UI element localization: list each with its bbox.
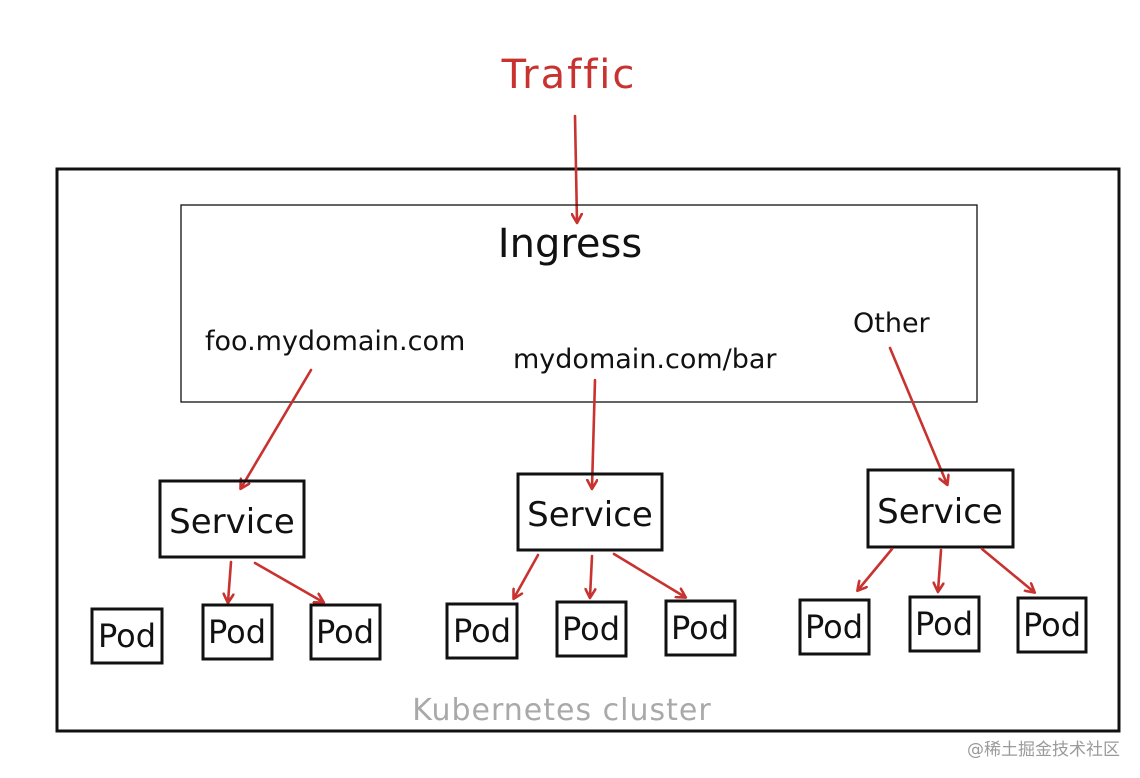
- pod-arrow-2c: [612, 552, 685, 597]
- cluster-box: [55, 167, 1121, 733]
- pod-label: Pod: [671, 609, 729, 647]
- pod-arrow-2b: [590, 554, 592, 597]
- pod-label: Pod: [453, 612, 511, 650]
- pod-arrow-3c: [980, 547, 1034, 592]
- pod-box: [201, 603, 274, 661]
- pod-label: Pod: [316, 613, 374, 651]
- pod-box: [664, 599, 737, 657]
- pod-arrow-1b: [253, 561, 323, 602]
- pod-label: Pod: [1023, 606, 1081, 644]
- service-box-3: [866, 468, 1015, 549]
- watermark: @稀土掘金技术社区: [967, 740, 1120, 760]
- route-label-foo: foo.mydomain.com: [205, 326, 465, 357]
- service-box-1: [158, 479, 306, 559]
- service-label-3: Service: [877, 492, 1003, 532]
- service-label-2: Service: [527, 495, 653, 535]
- ingress-box: [180, 204, 978, 403]
- route-arrow-3: [888, 346, 947, 484]
- traffic-label: Traffic: [501, 52, 637, 98]
- pod-box: [445, 602, 519, 660]
- pod-arrow-3a: [858, 547, 894, 590]
- pod-arrow-3b: [938, 548, 941, 591]
- pod-box: [309, 603, 382, 661]
- pod-box: [555, 600, 628, 658]
- pod-label: Pod: [805, 608, 863, 646]
- pod-label: Pod: [98, 617, 156, 655]
- pod-box: [1016, 596, 1088, 654]
- pod-box: [798, 598, 871, 656]
- cluster-label: Kubernetes cluster: [412, 693, 711, 728]
- pod-box: [908, 595, 981, 653]
- service-label-1: Service: [169, 502, 295, 542]
- pod-arrow-2a: [514, 553, 540, 598]
- pod-arrow-1a: [228, 560, 231, 602]
- route-label-other: Other: [853, 308, 931, 339]
- service-box-2: [516, 472, 664, 552]
- pod-label: Pod: [562, 610, 620, 648]
- pod-label: Pod: [915, 605, 973, 643]
- ingress-label: Ingress: [498, 221, 642, 267]
- pod-box: [90, 607, 164, 665]
- route-label-bar: mydomain.com/bar: [513, 344, 777, 375]
- route-arrow-1: [241, 368, 313, 488]
- pod-label: Pod: [208, 613, 266, 651]
- route-arrow-2: [592, 378, 595, 488]
- traffic-arrow: [575, 114, 577, 222]
